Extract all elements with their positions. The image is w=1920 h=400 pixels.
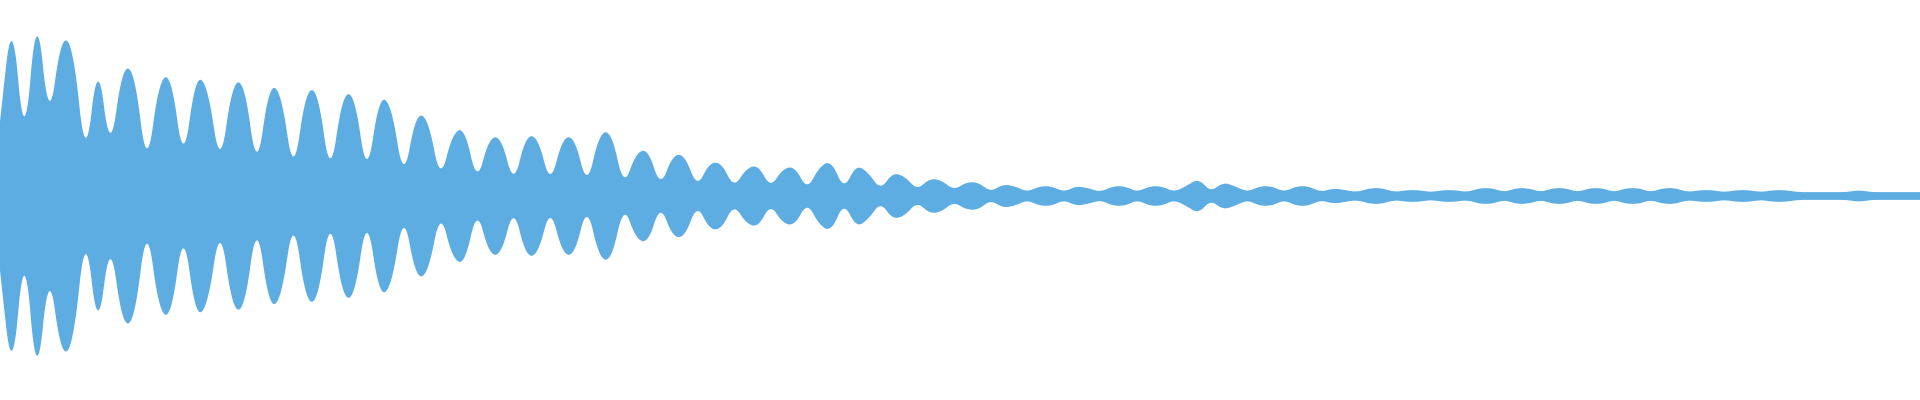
waveform-shape bbox=[0, 36, 1920, 356]
